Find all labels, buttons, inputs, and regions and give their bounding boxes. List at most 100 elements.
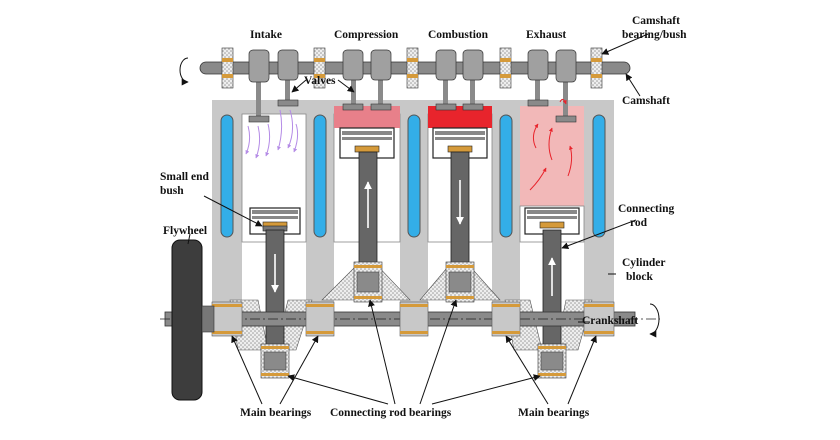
labels: Intake Compression Combustion Exhaust Ca… bbox=[160, 15, 687, 419]
intake-valve-1 bbox=[256, 74, 261, 118]
coolant-jacket-3 bbox=[407, 114, 421, 238]
label-combustion: Combustion bbox=[428, 29, 489, 41]
cam-bearing-4 bbox=[499, 47, 512, 89]
leader-connecting-rod bbox=[561, 219, 637, 250]
leader-conrod-bearings-4 bbox=[431, 374, 541, 405]
conrod-bearing-3 bbox=[445, 261, 475, 303]
label-connecting-rod-bearings: Connecting rod bearings bbox=[330, 407, 452, 419]
crankshaft-rotation-icon bbox=[649, 303, 660, 338]
label-crankshaft: Crankshaft bbox=[582, 315, 638, 327]
cam-bearing-1-bush-b bbox=[222, 74, 233, 78]
cam-bearing-2-bush bbox=[314, 58, 325, 62]
combustion-valve-2 bbox=[470, 80, 475, 106]
cam-bearing-2-bush-b bbox=[314, 74, 325, 78]
leader-main-bearings-left-1 bbox=[231, 335, 263, 405]
leader-lines bbox=[187, 33, 649, 405]
intake-valve-2-head bbox=[277, 99, 299, 107]
cam-bearing-3-bush-b bbox=[407, 74, 418, 78]
main-bearing-5 bbox=[583, 301, 615, 337]
leader-valves-left bbox=[291, 79, 307, 93]
leader-main-bearings-left-2 bbox=[279, 335, 319, 405]
conrod-bearing-2 bbox=[353, 261, 383, 303]
flywheel-disc bbox=[171, 239, 203, 401]
label-exhaust: Exhaust bbox=[526, 29, 566, 41]
cam-bearing-5-bush-b bbox=[591, 74, 602, 78]
cam-bearing-2 bbox=[313, 47, 326, 89]
cam-lobe-8 bbox=[555, 49, 577, 83]
label-camshaft: Camshaft bbox=[622, 95, 670, 107]
label-connecting-rod-2: rod bbox=[630, 217, 648, 229]
valves bbox=[248, 74, 577, 123]
conrod-bearing-1 bbox=[260, 343, 290, 379]
coolant-jacket-5 bbox=[592, 114, 606, 238]
crankshaft bbox=[160, 261, 660, 379]
leader-camshaft-bearing bbox=[601, 33, 649, 55]
leader-valves-right bbox=[337, 79, 355, 93]
label-main-bearings-left: Main bearings bbox=[240, 407, 312, 419]
combustion-valve-1-head bbox=[435, 103, 457, 111]
exhaust-valve-2-head bbox=[555, 115, 577, 123]
flywheel bbox=[171, 239, 215, 401]
cam-lobe-7 bbox=[527, 49, 549, 81]
flywheel-hub bbox=[201, 305, 215, 333]
cam-bearing-1-bush bbox=[222, 58, 233, 62]
cam-bearing-1 bbox=[221, 47, 234, 89]
exhaust-valve-2 bbox=[563, 74, 568, 118]
camshaft bbox=[179, 47, 631, 89]
main-bearing-2 bbox=[305, 301, 335, 337]
label-small-end-1: Small end bbox=[160, 171, 209, 183]
label-camshaft-bearing-1: Camshaft bbox=[632, 15, 680, 27]
combustion-chamber bbox=[428, 106, 492, 128]
cam-lobe-6 bbox=[462, 49, 484, 81]
main-bearing-3 bbox=[399, 301, 429, 337]
label-main-bearings-right: Main bearings bbox=[518, 407, 590, 419]
cam-bearing-4-bush bbox=[500, 58, 511, 62]
piston-exhaust bbox=[524, 207, 580, 235]
label-camshaft-bearing-2: bearing/bush bbox=[622, 29, 687, 41]
leader-small-end bbox=[203, 195, 263, 227]
cam-lobe-3 bbox=[342, 49, 364, 81]
cylinder-block bbox=[212, 100, 614, 305]
camshaft-rotation-icon bbox=[179, 57, 189, 86]
compression-valve-2 bbox=[378, 80, 383, 106]
compressed-charge bbox=[334, 106, 400, 128]
cam-bearing-3 bbox=[406, 47, 419, 89]
label-connecting-rod-1: Connecting bbox=[618, 203, 674, 215]
leader-conrod-bearings-2 bbox=[368, 299, 396, 405]
leader-conrod-bearings-1 bbox=[287, 374, 389, 405]
compression-valve-1-head bbox=[342, 103, 364, 111]
label-compression: Compression bbox=[334, 29, 399, 41]
cam-bearing-4-bush-b bbox=[500, 74, 511, 78]
combustion-valve-1 bbox=[443, 80, 448, 106]
main-bearing-4 bbox=[491, 301, 521, 337]
label-small-end-2: bush bbox=[160, 185, 184, 197]
compression-valve-2-head bbox=[370, 103, 392, 111]
intake-air-flow bbox=[245, 109, 299, 159]
intake-valve-1-head bbox=[248, 115, 270, 123]
exhaust-valve-1 bbox=[535, 80, 540, 102]
motion-arrows bbox=[271, 180, 556, 296]
cam-lobe-5 bbox=[435, 49, 457, 81]
coolant-jacket-1 bbox=[220, 114, 234, 238]
leader-conrod-bearings-3 bbox=[419, 299, 458, 405]
label-intake: Intake bbox=[250, 29, 282, 41]
exhaust-gas-flow bbox=[529, 98, 573, 191]
cam-lobe-1 bbox=[248, 49, 270, 83]
combustion-valve-2-head bbox=[462, 103, 484, 111]
intake-valve-2 bbox=[285, 80, 290, 102]
conrod-bearing-4 bbox=[537, 343, 567, 379]
coolant-jacket-2 bbox=[313, 114, 327, 238]
label-cylinder-block-2: block bbox=[626, 271, 653, 283]
leader-flywheel bbox=[187, 233, 191, 245]
cam-lobe-4 bbox=[370, 49, 392, 81]
cam-lobe-2 bbox=[277, 49, 299, 81]
label-flywheel: Flywheel bbox=[163, 225, 207, 237]
cam-bearing-5 bbox=[590, 47, 603, 89]
coolant-jacket-4 bbox=[499, 114, 513, 238]
compression-valve-1 bbox=[351, 80, 356, 106]
cam-bearing-3-bush bbox=[407, 58, 418, 62]
exhaust-valve-1-head bbox=[527, 99, 549, 107]
label-cylinder-block-1: Cylinder bbox=[622, 257, 665, 269]
cam-bearing-5-bush bbox=[591, 58, 602, 62]
